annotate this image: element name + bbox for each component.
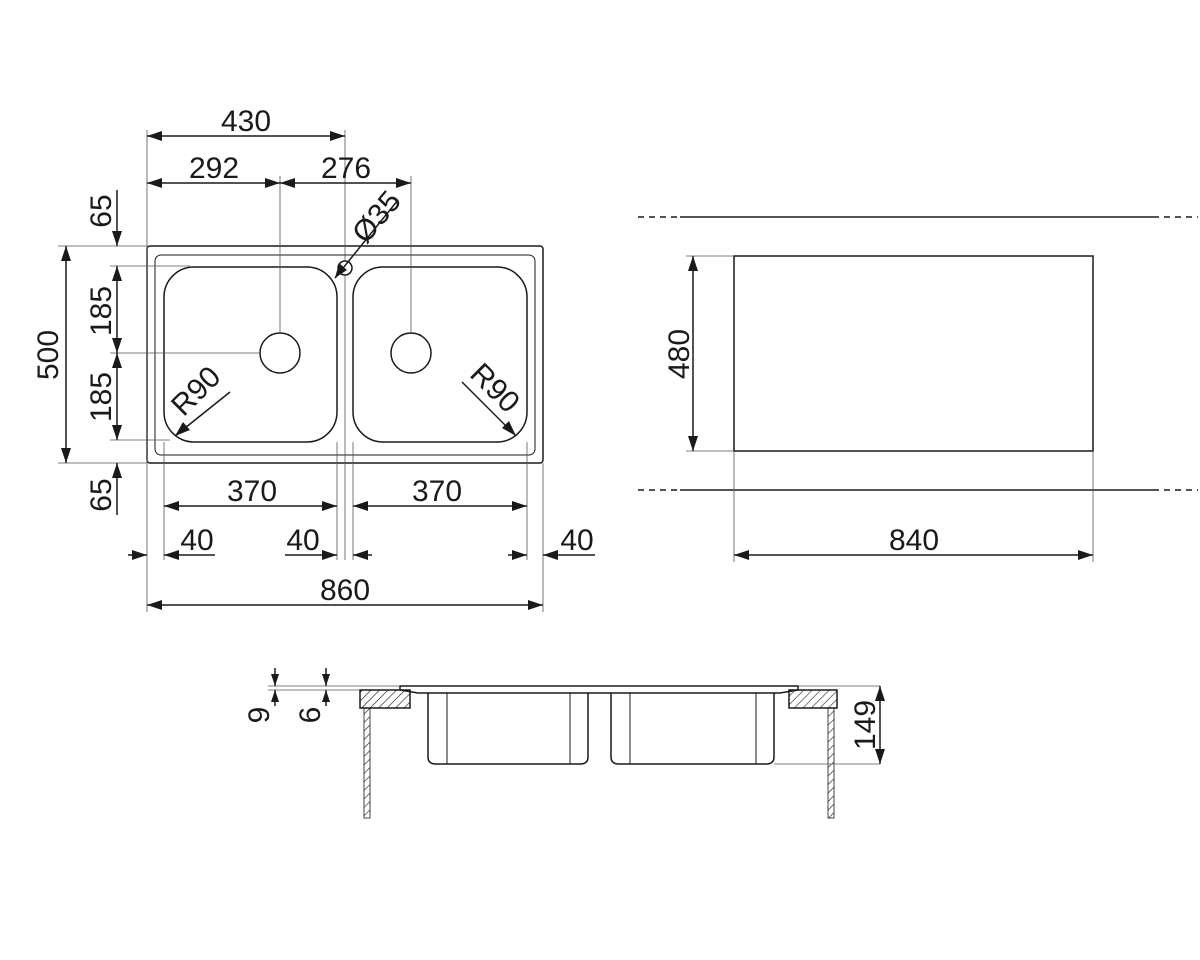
right-drain — [390, 332, 432, 374]
right-bowl-radius-label: R90 — [464, 357, 526, 419]
left-bowl-radius-label: R90 — [165, 360, 227, 422]
cutout-rectangle — [733, 255, 1094, 452]
sink-rim-section — [399, 685, 799, 694]
dim-185-upper-label: 185 — [85, 286, 118, 336]
right-cabinet-wall — [827, 707, 835, 819]
overall-width-label: 860 — [320, 574, 370, 607]
dim-292-label: 292 — [189, 152, 239, 185]
left-bowl-width-label: 370 — [227, 475, 277, 508]
left-cabinet-wall — [363, 707, 371, 819]
dim-185-lower-label: 185 — [85, 372, 118, 422]
dim-430-label: 430 — [221, 105, 271, 138]
rim-height-label: 9 — [243, 707, 276, 724]
right-bowl — [352, 266, 528, 443]
right-bowl-section — [610, 693, 775, 765]
left-worktop-section — [359, 689, 411, 709]
tap-hole-diameter-label: Ø35 — [346, 185, 408, 250]
cutout-depth-label: 480 — [663, 329, 696, 379]
cutout-view: 480 840 — [638, 216, 1198, 562]
left-edge-label: 40 — [180, 524, 213, 557]
center-divider-label: 40 — [286, 524, 319, 557]
right-bowl-width-label: 370 — [412, 475, 462, 508]
bowl-depth-label: 149 — [849, 700, 882, 750]
top-view-dimension-lines — [61, 131, 595, 610]
top-view: 430 292 276 Ø35 500 65 185 185 65 R90 R9… — [32, 105, 595, 612]
flange-thickness-label: 6 — [294, 707, 327, 724]
left-bowl-section — [427, 693, 589, 765]
left-drain — [259, 332, 301, 374]
cutout-width-label: 840 — [889, 524, 939, 557]
left-bowl — [163, 266, 338, 443]
dim-65-top-label: 65 — [85, 194, 118, 227]
dim-65-bottom-label: 65 — [85, 478, 118, 511]
right-worktop-section — [788, 689, 838, 709]
top-view-extension-lines — [58, 130, 544, 612]
right-edge-label: 40 — [560, 524, 593, 557]
section-view: 9 6 149 — [243, 668, 885, 819]
dim-276-label: 276 — [321, 152, 371, 185]
dim-500-label: 500 — [32, 330, 65, 380]
